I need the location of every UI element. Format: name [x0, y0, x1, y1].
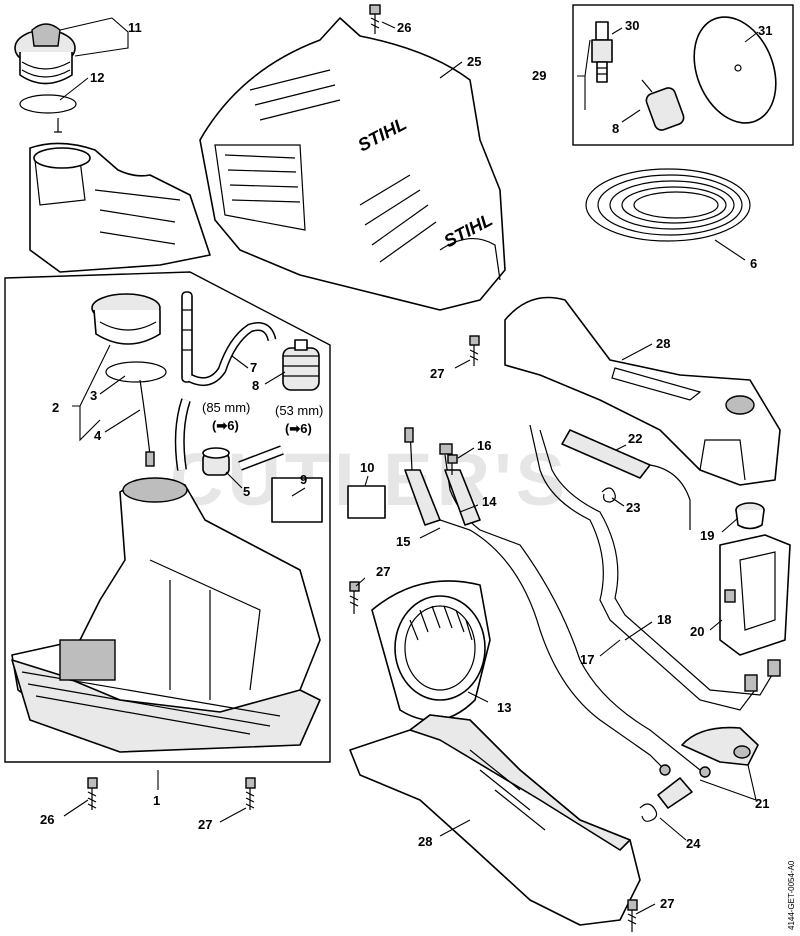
- callout-8-kit: 8: [612, 121, 619, 136]
- part-4-pickup-line: [139, 379, 151, 456]
- part-22-lead-wire: [649, 464, 691, 530]
- callout-27-middle: 27: [376, 564, 390, 579]
- part-7-fuel-hose: [181, 291, 277, 387]
- leader-lines: [59, 17, 759, 915]
- callout-1: 1: [153, 793, 160, 808]
- screw-26-top: [369, 4, 381, 34]
- callout-14: 14: [482, 494, 497, 509]
- callout-18: 18: [657, 612, 671, 627]
- callout-numbers: 11 12 26 25 29 30 31 8 6 28 27 2 3 4 7 8…: [40, 18, 772, 911]
- group-frame-housing: [4, 271, 331, 763]
- callout-29: 29: [532, 68, 546, 83]
- part-3-seal-ring: [105, 361, 167, 383]
- part-6-starter-spring: [585, 168, 751, 242]
- part-17-18-wiring-harness: [529, 424, 781, 711]
- part-31-air-filter: [693, 16, 777, 124]
- reference-arrow-6-b: (➡6): [285, 421, 312, 436]
- callout-26-top: 26: [397, 20, 411, 35]
- part-19-bushing: [735, 502, 765, 530]
- screw-27-top: [469, 335, 480, 366]
- part-12-stud: [54, 118, 62, 133]
- part-5-valve: [202, 447, 230, 476]
- callout-27-top: 27: [430, 366, 444, 381]
- callout-19: 19: [700, 528, 714, 543]
- callout-4: 4: [94, 428, 102, 443]
- part-16-screw: [447, 454, 458, 475]
- callout-22: 22: [628, 431, 642, 446]
- callout-2: 2: [52, 400, 59, 415]
- callout-13: 13: [497, 700, 511, 715]
- cable-nipple-15: [699, 766, 711, 778]
- callout-27-bottom: 27: [660, 896, 674, 911]
- part-25-engine-shroud: STIHL STIHL: [199, 17, 506, 311]
- callout-6: 6: [750, 256, 757, 271]
- callout-31: 31: [758, 23, 772, 38]
- part-1-fuel-tank-housing: [11, 477, 321, 753]
- callout-7: 7: [250, 360, 257, 375]
- callout-24: 24: [686, 836, 701, 851]
- part-2-tank-cap: [91, 293, 161, 345]
- part-10-label: [347, 485, 386, 519]
- callout-9: 9: [300, 472, 307, 487]
- part-28-upper-handle: [504, 296, 781, 486]
- screw-27-middle: [349, 581, 360, 614]
- callout-26-bottom: 26: [40, 812, 54, 827]
- callout-10: 10: [360, 460, 374, 475]
- document-id: 4144-GET-0054-A0: [787, 860, 796, 930]
- part-11-tank-cap: [14, 23, 76, 85]
- callout-15: 15: [396, 534, 410, 549]
- reference-arrow-6-a: (➡6): [212, 418, 239, 433]
- callout-12: 12: [90, 70, 104, 85]
- part-22-slide: [561, 429, 651, 479]
- part-4-pickup-weight: [145, 451, 155, 467]
- callout-25: 25: [467, 54, 481, 69]
- part-8-fuel-filter-kit: [641, 79, 685, 131]
- part-28-lower-handle: [349, 714, 641, 926]
- part-20-switch-housing: [719, 534, 791, 656]
- part-8-fuel-filter: [282, 339, 320, 391]
- part-14-15-throttle-cable: [404, 427, 701, 771]
- callout-28-lower: 28: [418, 834, 432, 849]
- part-9-pad: [271, 477, 323, 523]
- part-13-fan-guard: [371, 580, 491, 722]
- callout-17: 17: [580, 652, 594, 667]
- callout-30: 30: [625, 18, 639, 33]
- screw-27-left: [245, 777, 256, 810]
- engine-housing-sketch: [29, 142, 211, 273]
- part-21-throttle-trigger: [681, 726, 759, 766]
- screw-27-bottom: [627, 899, 638, 932]
- callout-11: 11: [128, 20, 142, 35]
- cable-nipple-14: [659, 764, 671, 776]
- part-24-torsion-spring: [639, 777, 693, 822]
- callout-5: 5: [243, 484, 250, 499]
- callout-16: 16: [477, 438, 491, 453]
- group-frame-ignition: [572, 4, 794, 146]
- part-12-gasket: [19, 94, 77, 114]
- callout-20: 20: [690, 624, 704, 639]
- part-30-spark-plug: [591, 21, 613, 83]
- dimension-53mm: (53 mm): [275, 403, 323, 418]
- screw-26-left: [87, 777, 98, 810]
- callout-23: 23: [626, 500, 640, 515]
- callout-21: 21: [755, 796, 769, 811]
- callout-8: 8: [252, 378, 259, 393]
- dimension-85mm: (85 mm): [202, 400, 250, 415]
- callout-28-upper: 28: [656, 336, 670, 351]
- part-23-spring: [601, 487, 616, 503]
- callout-3: 3: [90, 388, 97, 403]
- callout-27-left: 27: [198, 817, 212, 832]
